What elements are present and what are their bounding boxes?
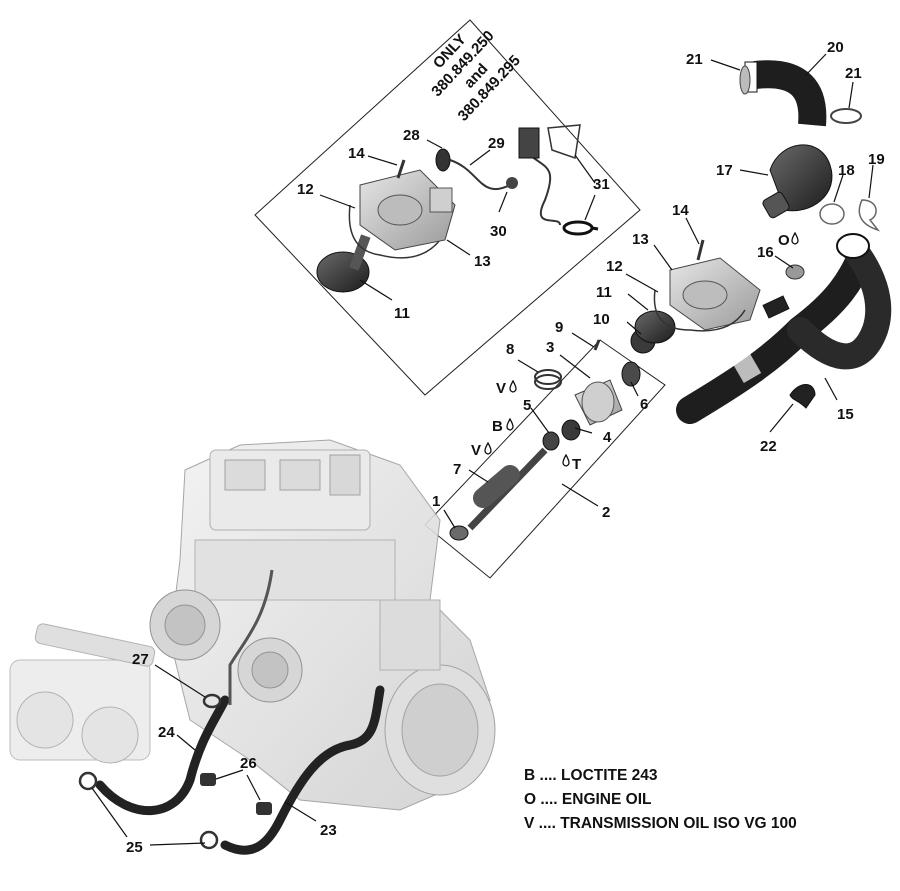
callout-22: 22 — [760, 438, 777, 455]
callout-13-kit: 13 — [474, 253, 491, 270]
callout-4: 4 — [603, 429, 612, 446]
caps-26 — [200, 773, 272, 815]
clamps-21 — [739, 65, 862, 124]
callout-13: 13 — [632, 231, 649, 248]
lubricant-legend: B .... LOCTITE 243 O .... ENGINE OIL V .… — [524, 764, 797, 836]
callout-numbers: 1 2 3 4 5 6 7 8 9 10 11 11 12 12 13 13 1… — [126, 39, 885, 856]
callout-21-right: 21 — [845, 65, 862, 82]
callout-7: 7 — [453, 461, 461, 478]
lower-hose-24 — [95, 695, 230, 816]
engine-illustration — [9, 439, 496, 811]
callout-16: 16 — [757, 244, 774, 261]
pump-cover-kit — [359, 169, 456, 251]
callout-20: 20 — [827, 39, 844, 56]
coolant-hose-15 — [676, 233, 892, 424]
drop-icon — [506, 417, 514, 431]
o-ring-18 — [819, 203, 845, 225]
callout-26: 26 — [240, 755, 257, 772]
thermostat-housing-17 — [762, 144, 833, 219]
elbow-hose-20 — [744, 60, 827, 127]
callout-1: 1 — [432, 493, 440, 510]
callout-14-kit: 14 — [348, 145, 365, 162]
kit-applicability-note: ONLY 380.849.250 and 380.849.295 — [428, 27, 524, 124]
callout-18: 18 — [838, 162, 855, 179]
callout-29: 29 — [488, 135, 505, 152]
pump-impeller-kit — [316, 234, 371, 293]
legend-separator: .... — [535, 767, 562, 784]
kit-frame-upper — [254, 19, 641, 396]
clamp-16 — [785, 264, 805, 280]
legend-row-v: V .... TRANSMISSION OIL ISO VG 100 — [524, 812, 797, 836]
callout-2: 2 — [602, 504, 610, 521]
drop-icon — [509, 379, 517, 393]
callout-10: 10 — [593, 311, 610, 328]
legend-separator: .... — [536, 791, 562, 808]
lube-mark-v-seal: V — [496, 380, 506, 397]
callout-5: 5 — [523, 397, 531, 414]
legend-text: TRANSMISSION OIL ISO VG 100 — [560, 815, 797, 832]
legend-text: LOCTITE 243 — [561, 767, 658, 784]
callout-31: 31 — [593, 176, 610, 193]
lubricant-marks: V B V T O — [471, 231, 799, 473]
callout-28: 28 — [403, 127, 420, 144]
callout-12: 12 — [606, 258, 623, 275]
callout-6: 6 — [640, 396, 648, 413]
legend-row-b: B .... LOCTITE 243 — [524, 764, 797, 788]
drop-icon — [562, 453, 570, 467]
clip-19 — [858, 199, 881, 232]
callout-14: 14 — [672, 202, 689, 219]
lube-mark-v-shaft: V — [471, 442, 481, 459]
leader-lines — [91, 53, 874, 846]
lube-mark-b: B — [492, 418, 503, 435]
legend-separator: .... — [534, 815, 561, 832]
lube-mark-t: T — [572, 456, 581, 473]
pump-cover-right — [634, 239, 761, 344]
clamp-27 — [202, 693, 222, 709]
callout-21-left: 21 — [686, 51, 703, 68]
callout-25: 25 — [126, 839, 143, 856]
legend-code: B — [524, 767, 536, 784]
callout-9: 9 — [555, 319, 563, 336]
callout-30: 30 — [490, 223, 507, 240]
callout-15: 15 — [837, 406, 854, 423]
pump-shaft-assembly — [449, 328, 656, 541]
breather-tube — [228, 569, 274, 705]
callout-12-kit: 12 — [297, 181, 314, 198]
callout-23: 23 — [320, 822, 337, 839]
callout-3: 3 — [546, 339, 554, 356]
legend-row-o: O .... ENGINE OIL — [524, 788, 797, 812]
callout-8: 8 — [506, 341, 514, 358]
callout-24: 24 — [158, 724, 175, 741]
lower-hose-23 — [220, 685, 385, 855]
drop-icon — [791, 231, 799, 245]
callout-11: 11 — [596, 284, 612, 301]
callout-17: 17 — [716, 162, 733, 179]
clamps-25 — [78, 771, 219, 850]
legend-code: O — [524, 791, 537, 808]
callout-27: 27 — [132, 651, 149, 668]
lube-mark-o: O — [778, 232, 790, 249]
kit-frame-pump — [424, 339, 666, 579]
clamp-22 — [789, 384, 816, 409]
legend-text: ENGINE OIL — [561, 791, 652, 808]
callout-11-kit: 11 — [394, 305, 410, 322]
legend-code: V — [524, 815, 535, 832]
sensor-wire-kit — [435, 124, 599, 236]
bolt-kit-14 — [396, 159, 406, 179]
callout-19: 19 — [868, 151, 885, 168]
pump-gasket-kit — [348, 204, 441, 259]
drop-icon — [484, 441, 492, 455]
